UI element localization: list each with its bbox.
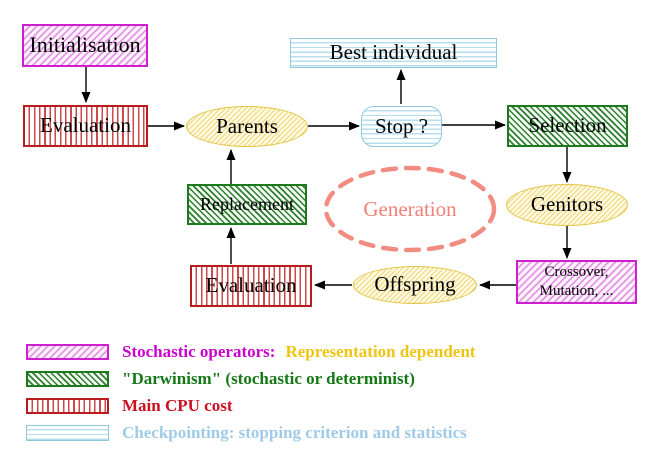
- crossover-line2: Mutation, ...: [539, 283, 614, 299]
- generation-dashed-ellipse: [323, 165, 497, 253]
- legend-row-stochastic-operators: Stochastic operators: Representation depe…: [26, 342, 475, 362]
- legend-swatch-cyan-stripes: [26, 425, 109, 441]
- node-selection: Selection: [507, 105, 628, 147]
- legend-row-darwinism: "Darwinism" (stochastic or determinist): [26, 369, 415, 388]
- legend-swatch-magenta-hatch: [26, 344, 109, 360]
- legend-swatch-red-stripes: [26, 398, 109, 414]
- legend-row-checkpointing: Checkpointing: stopping criterion and st…: [26, 423, 467, 442]
- node-evaluation-bottom-label: Evaluation: [205, 273, 297, 298]
- node-offspring: Offspring: [353, 266, 477, 304]
- node-initialisation: Initialisation: [22, 24, 148, 67]
- legend-swatch-green-hatch: [26, 371, 109, 387]
- node-stop-label: Stop ?: [374, 113, 429, 138]
- legend-row-main-cpu-cost: Main CPU cost: [26, 396, 233, 415]
- legend-text-stochastic: Stochastic operators: Representation depe…: [122, 342, 475, 362]
- node-genitors: Genitors: [506, 184, 628, 226]
- node-best-individual-label: Best individual: [329, 40, 458, 65]
- node-crossover-mutation: Crossover, Mutation, ...: [516, 260, 637, 304]
- node-evaluation-top-label: Evaluation: [40, 113, 131, 138]
- node-crossover-mutation-label: Crossover, Mutation, ...: [540, 263, 614, 302]
- legend-label-stochastic-operators: Stochastic operators:: [122, 342, 276, 361]
- node-parents: Parents: [186, 106, 308, 147]
- node-initialisation-label: Initialisation: [29, 32, 141, 58]
- node-parents-label: Parents: [216, 113, 278, 138]
- node-evaluation-top: Evaluation: [23, 105, 148, 147]
- node-genitors-label: Genitors: [530, 192, 604, 217]
- crossover-line1: Crossover,: [544, 263, 609, 280]
- node-stop: Stop ?: [361, 106, 442, 147]
- generation-label: Generation: [363, 197, 457, 221]
- node-selection-label: Selection: [528, 113, 607, 138]
- legend-label-darwinism: "Darwinism" (stochastic or determinist): [122, 369, 415, 388]
- legend-label-checkpointing: Checkpointing: stopping criterion and st…: [122, 423, 467, 442]
- node-replacement-label: Replacement: [200, 193, 294, 214]
- node-evaluation-bottom: Evaluation: [190, 265, 312, 307]
- node-replacement: Replacement: [187, 184, 307, 225]
- node-offspring-label: Offspring: [374, 272, 456, 297]
- legend-label-main-cpu-cost: Main CPU cost: [122, 396, 233, 415]
- legend-label-representation-dependent: Representation dependent: [285, 342, 476, 361]
- node-best-individual: Best individual: [290, 38, 497, 68]
